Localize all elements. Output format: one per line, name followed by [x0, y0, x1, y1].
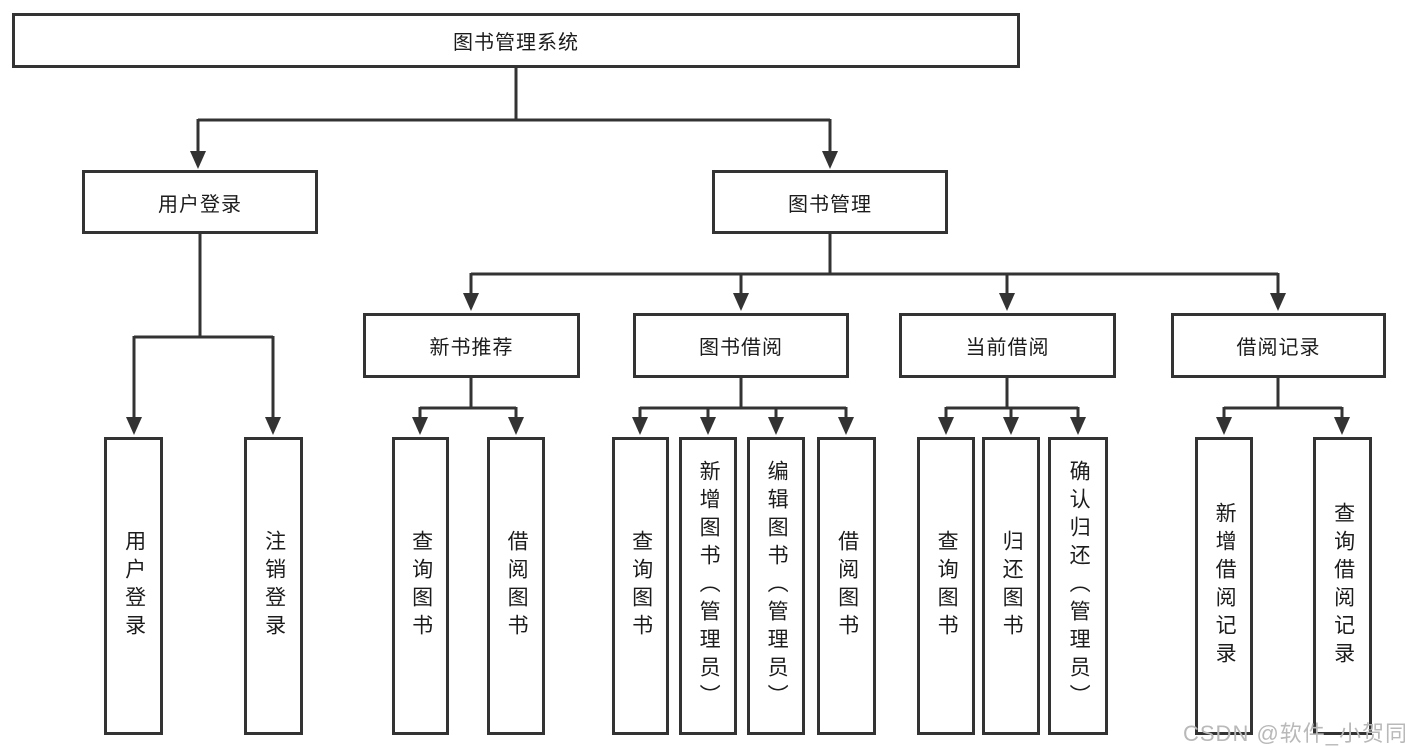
- csdn-watermark: CSDN @软件_小贺同学: [1183, 721, 1405, 746]
- arrowheads-book-management-children: [463, 293, 1286, 311]
- node-book-borrow: 图书借阅: [633, 313, 849, 378]
- leaf-add-borrow-record: 新增借阅记录: [1195, 437, 1253, 735]
- leaf-edit-book-admin-label: 编辑图书（管理员）: [765, 460, 789, 712]
- arrowheads-book-borrow-children: [632, 417, 854, 435]
- leaf-confirm-return-admin: 确认归还（管理员）: [1048, 437, 1108, 735]
- connector-user-login-children: [132, 234, 275, 419]
- leaf-logout-label: 注销登录: [262, 530, 286, 642]
- leaf-user-login: 用户登录: [104, 437, 163, 735]
- node-root: 图书管理系统: [12, 13, 1020, 68]
- leaf-add-book-admin: 新增图书（管理员）: [679, 437, 737, 735]
- node-root-label: 图书管理系统: [453, 32, 579, 54]
- leaf-borrow-books: 借阅图书: [817, 437, 876, 735]
- leaf-query-books-current: 查询图书: [917, 437, 975, 735]
- leaf-add-borrow-record-label: 新增借阅记录: [1213, 502, 1237, 670]
- leaf-borrow-books-label: 借阅图书: [835, 530, 859, 642]
- arrowheads-new-book-recommend-children: [412, 417, 524, 435]
- connector-new-book-recommend-children: [418, 378, 518, 420]
- leaf-add-book-admin-label: 新增图书（管理员）: [697, 460, 721, 712]
- node-current-borrow: 当前借阅: [899, 313, 1116, 378]
- leaf-query-books-current-label: 查询图书: [935, 530, 959, 642]
- leaf-borrow-books-recommend-label: 借阅图书: [505, 530, 529, 642]
- leaf-return-book: 归还图书: [982, 437, 1040, 735]
- arrowheads-borrow-records-children: [1216, 417, 1350, 435]
- leaf-user-login-label: 用户登录: [122, 530, 146, 642]
- connector-current-borrow-children: [944, 378, 1080, 420]
- leaf-query-books-recommend: 查询图书: [392, 437, 449, 735]
- leaf-query-books-recommend-label: 查询图书: [409, 530, 433, 642]
- leaf-confirm-return-admin-label: 确认归还（管理员）: [1067, 460, 1091, 712]
- node-book-borrow-label: 图书借阅: [699, 337, 783, 359]
- node-new-book-recommend: 新书推荐: [363, 313, 580, 378]
- leaf-edit-book-admin: 编辑图书（管理员）: [747, 437, 805, 735]
- node-user-login: 用户登录: [82, 170, 318, 234]
- leaf-query-books-borrow-label: 查询图书: [629, 530, 653, 642]
- node-new-book-recommend-label: 新书推荐: [429, 337, 514, 359]
- node-current-borrow-label: 当前借阅: [965, 337, 1050, 359]
- leaf-borrow-books-recommend: 借阅图书: [487, 437, 545, 735]
- leaf-query-borrow-record-label: 查询借阅记录: [1331, 502, 1355, 670]
- node-book-management-label: 图书管理: [788, 193, 872, 216]
- node-book-management: 图书管理: [712, 170, 948, 234]
- leaf-return-book-label: 归还图书: [1000, 530, 1024, 642]
- node-borrow-records-label: 借阅记录: [1236, 337, 1321, 359]
- connector-book-management-children: [469, 234, 1280, 295]
- leaf-logout: 注销登录: [244, 437, 303, 735]
- connector-root-to-level2: [196, 68, 832, 153]
- leaf-query-borrow-record: 查询借阅记录: [1313, 437, 1372, 735]
- arrowheads-level2: [190, 151, 838, 169]
- leaf-query-books-borrow: 查询图书: [612, 437, 669, 735]
- arrowheads-user-login-children: [126, 417, 281, 435]
- connector-borrow-records-children: [1222, 378, 1344, 420]
- arrowheads-current-borrow-children: [938, 417, 1086, 435]
- node-user-login-label: 用户登录: [158, 193, 242, 216]
- connector-book-borrow-children: [638, 378, 848, 420]
- node-borrow-records: 借阅记录: [1171, 313, 1386, 378]
